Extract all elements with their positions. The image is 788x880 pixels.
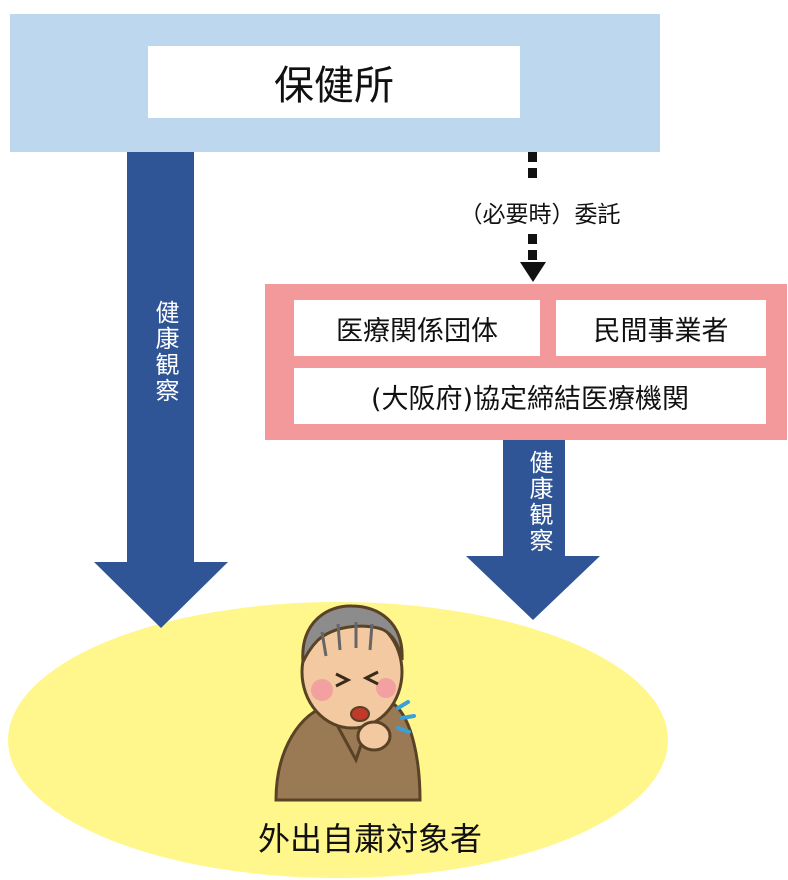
left-observation-label: 健康観察 bbox=[151, 300, 179, 404]
agreement-medical-institution-box: (大阪府)協定締結医療機関 bbox=[294, 368, 766, 424]
left-observation-arrow bbox=[94, 152, 228, 628]
private-business-box: 民間事業者 bbox=[556, 300, 766, 356]
medical-association-box: 医療関係団体 bbox=[294, 300, 540, 356]
health-center-box: 保健所 bbox=[148, 46, 520, 118]
coughing-elderly-man-icon bbox=[274, 604, 422, 802]
consignment-dotted-arrow bbox=[520, 152, 546, 282]
consignment-label: （必要時）委託 bbox=[459, 202, 621, 228]
right-observation-arrow bbox=[466, 440, 600, 620]
right-observation-label: 健康観察 bbox=[525, 450, 553, 554]
target-label: 外出自粛対象者 bbox=[257, 820, 482, 858]
